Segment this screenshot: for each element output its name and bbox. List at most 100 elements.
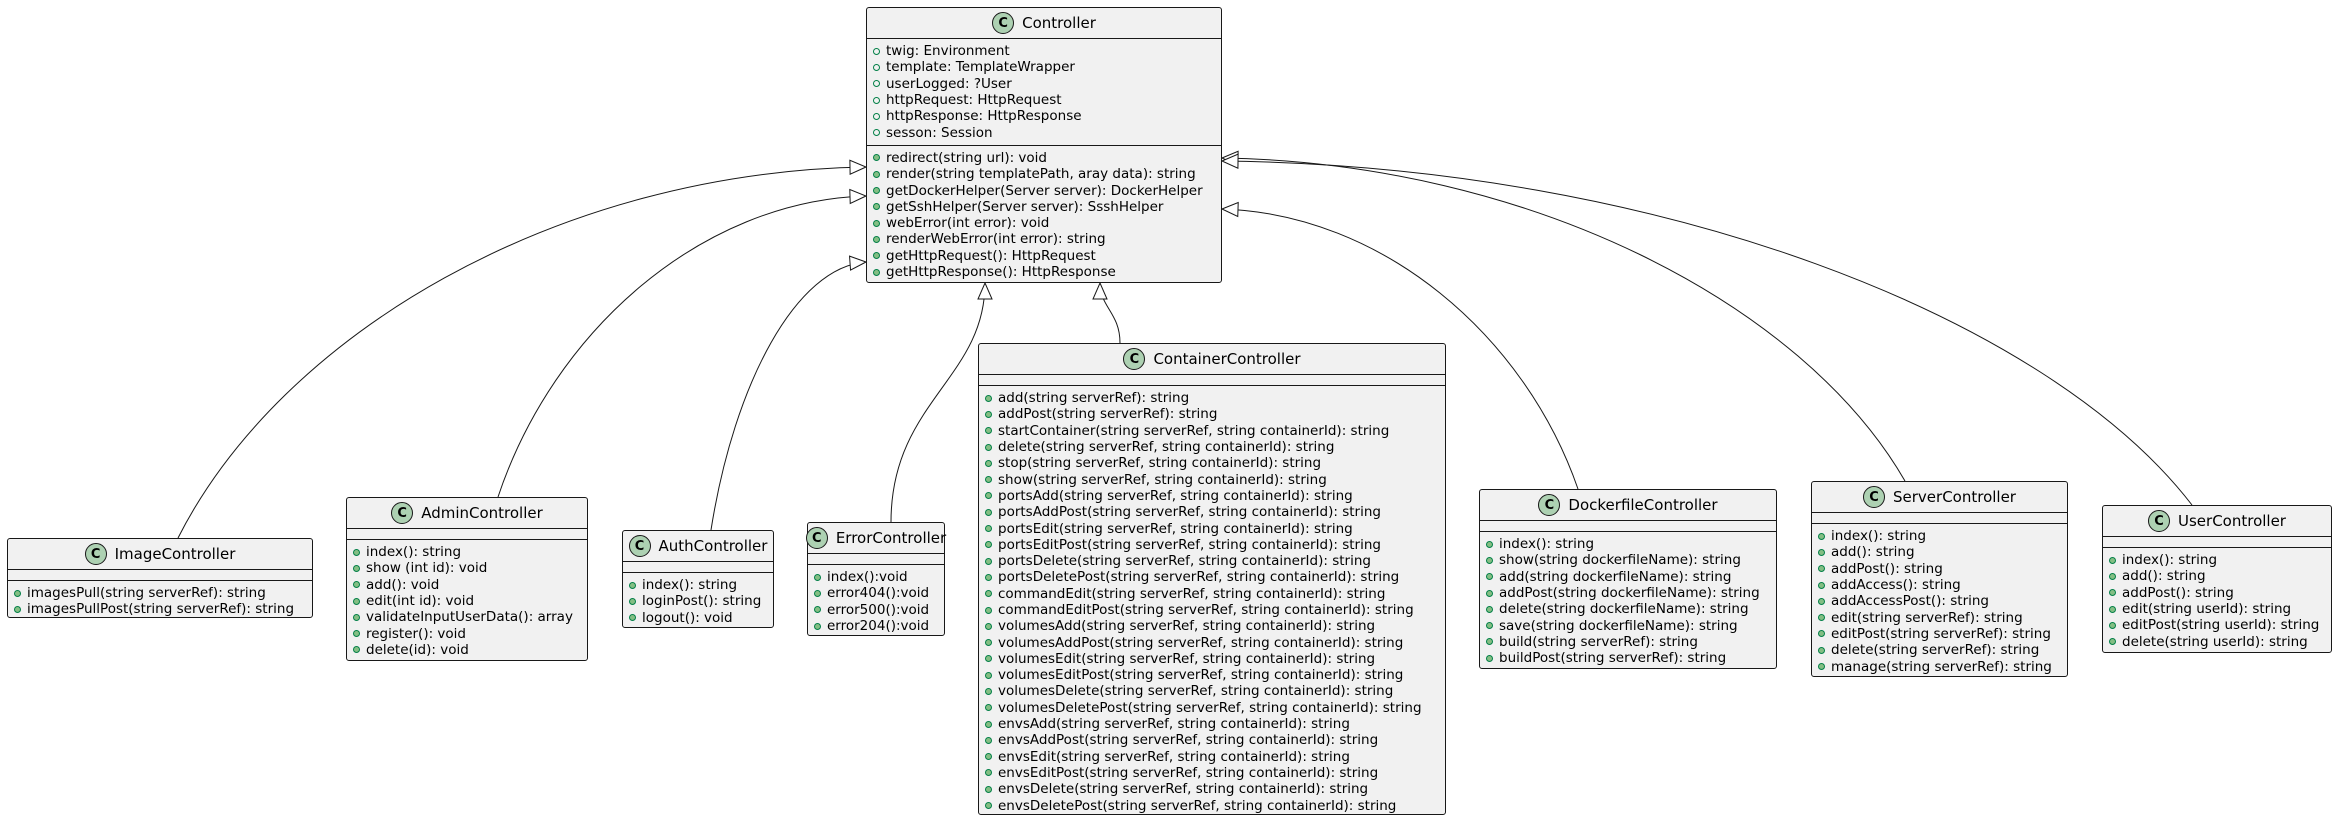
protected-visibility-icon xyxy=(873,112,880,120)
methods-section: add(string serverRef): string addPost(st… xyxy=(979,386,1445,818)
methods-section: index(): string add(): string addPost():… xyxy=(2103,548,2331,654)
class-name: ServerController xyxy=(1893,488,2016,506)
method-row: error404():void xyxy=(808,585,944,601)
attribute-row: httpRequest: HttpRequest xyxy=(867,92,1221,108)
method-row: error204():void xyxy=(808,618,944,634)
method-row: loginPost(): string xyxy=(623,593,773,609)
attribute-row: sesson: Session xyxy=(867,124,1221,141)
protected-visibility-icon xyxy=(873,47,880,55)
public-visibility-icon xyxy=(985,590,992,598)
method-row: getHttpRequest(): HttpRequest xyxy=(867,248,1221,264)
class-image-controller[interactable]: C ImageController imagesPull(string serv… xyxy=(7,538,313,618)
public-visibility-icon xyxy=(2109,572,2116,580)
attributes-section xyxy=(979,375,1445,386)
public-visibility-icon xyxy=(985,410,992,418)
attributes-section xyxy=(1812,513,2067,524)
public-visibility-icon xyxy=(1486,589,1493,597)
method-row: commandEditPost(string serverRef, string… xyxy=(979,602,1445,618)
public-visibility-icon xyxy=(1818,646,1825,654)
public-visibility-icon xyxy=(985,573,992,581)
method-row: addPost(string serverRef): string xyxy=(979,406,1445,422)
class-header: C DockerfileController xyxy=(1480,490,1776,521)
attribute-row: twig: Environment xyxy=(867,43,1221,59)
class-header: C ImageController xyxy=(8,539,312,570)
public-visibility-icon xyxy=(2109,589,2116,597)
attribute-row: httpResponse: HttpResponse xyxy=(867,108,1221,124)
public-visibility-icon xyxy=(353,613,360,621)
public-visibility-icon xyxy=(353,564,360,572)
class-header: C ServerController xyxy=(1812,482,2067,513)
attributes-section xyxy=(808,554,944,565)
edge-user-to-controller xyxy=(1221,160,2193,506)
method-row: envsEditPost(string serverRef, string co… xyxy=(979,765,1445,781)
public-visibility-icon xyxy=(985,525,992,533)
method-row: startContainer(string serverRef, string … xyxy=(979,423,1445,439)
method-row: portsAddPost(string serverRef, string co… xyxy=(979,504,1445,520)
class-container-controller[interactable]: C ContainerController add(string serverR… xyxy=(978,343,1446,815)
method-row: delete(id): void xyxy=(347,642,587,658)
public-visibility-icon xyxy=(1818,532,1825,540)
method-row: show(string serverRef, string containerI… xyxy=(979,471,1445,488)
class-user-controller[interactable]: C UserController index(): string add(): … xyxy=(2102,505,2332,653)
public-visibility-icon xyxy=(873,187,880,195)
method-row: addPost(): string xyxy=(2103,585,2331,601)
method-row: delete(string dockerfileName): string xyxy=(1480,601,1776,617)
method-row: edit(string serverRef): string xyxy=(1812,609,2067,626)
method-row: editPost(string userId): string xyxy=(2103,617,2331,633)
method-row: register(): void xyxy=(347,625,587,642)
method-row: editPost(string serverRef): string xyxy=(1812,626,2067,642)
public-visibility-icon xyxy=(985,476,992,484)
method-row: portsAdd(string serverRef, string contai… xyxy=(979,488,1445,504)
method-row: show (int id): void xyxy=(347,560,587,576)
methods-section: index(): string loginPost(): string logo… xyxy=(623,573,773,630)
method-row: index(): string xyxy=(347,544,587,560)
class-header: C Controller xyxy=(867,8,1221,39)
public-visibility-icon xyxy=(629,581,636,589)
public-visibility-icon xyxy=(985,687,992,695)
class-controller[interactable]: C Controller twig: Environment template:… xyxy=(866,7,1222,283)
public-visibility-icon xyxy=(629,597,636,605)
method-row: addPost(string dockerfileName): string xyxy=(1480,585,1776,601)
method-row: envsAdd(string serverRef, string contain… xyxy=(979,716,1445,732)
public-visibility-icon xyxy=(985,704,992,712)
class-auth-controller[interactable]: C AuthController index(): string loginPo… xyxy=(622,530,774,628)
method-row: index(): string xyxy=(2103,552,2331,568)
attribute-row: template: TemplateWrapper xyxy=(867,59,1221,75)
method-row: save(string dockerfileName): string xyxy=(1480,617,1776,634)
method-row: add(): void xyxy=(347,577,587,593)
method-row: envsDelete(string serverRef, string cont… xyxy=(979,781,1445,797)
edge-dockerfile-to-controller xyxy=(1221,208,1579,490)
public-visibility-icon xyxy=(1486,573,1493,581)
public-visibility-icon xyxy=(985,557,992,565)
class-admin-controller[interactable]: C AdminController index(): string show (… xyxy=(346,497,588,661)
method-row: add(): string xyxy=(2103,568,2331,584)
method-row: validateInputUserData(): array xyxy=(347,609,587,625)
public-visibility-icon xyxy=(985,753,992,761)
class-header: C UserController xyxy=(2103,506,2331,537)
class-name: ContainerController xyxy=(1153,350,1301,368)
method-row: envsAddPost(string serverRef, string con… xyxy=(979,732,1445,748)
class-dockerfile-controller[interactable]: C DockerfileController index(): string s… xyxy=(1479,489,1777,669)
class-error-controller[interactable]: C ErrorController index():void error404(… xyxy=(805,522,946,638)
methods-section: index():void error404():void error500():… xyxy=(808,565,944,638)
public-visibility-icon xyxy=(985,655,992,663)
public-visibility-icon xyxy=(1818,565,1825,573)
inheritance-arrowhead xyxy=(849,188,868,205)
public-visibility-icon xyxy=(2109,638,2116,646)
class-badge-icon: C xyxy=(1538,494,1561,516)
public-visibility-icon xyxy=(353,548,360,556)
attribute-row: userLogged: ?User xyxy=(867,76,1221,92)
method-row: redirect(string url): void xyxy=(867,150,1221,166)
class-badge-icon: C xyxy=(1863,486,1885,508)
class-server-controller[interactable]: C ServerController index(): string add()… xyxy=(1811,481,2068,677)
inheritance-arrowhead xyxy=(1220,201,1239,218)
method-row: volumesAdd(string serverRef, string cont… xyxy=(979,618,1445,634)
public-visibility-icon xyxy=(873,268,880,276)
method-row: addPost(): string xyxy=(1812,561,2067,577)
public-visibility-icon xyxy=(814,573,821,581)
method-row: addAccess(): string xyxy=(1812,577,2067,593)
public-visibility-icon xyxy=(2109,605,2116,613)
edge-admin-to-controller xyxy=(497,195,867,498)
method-row: volumesEditPost(string serverRef, string… xyxy=(979,667,1445,683)
